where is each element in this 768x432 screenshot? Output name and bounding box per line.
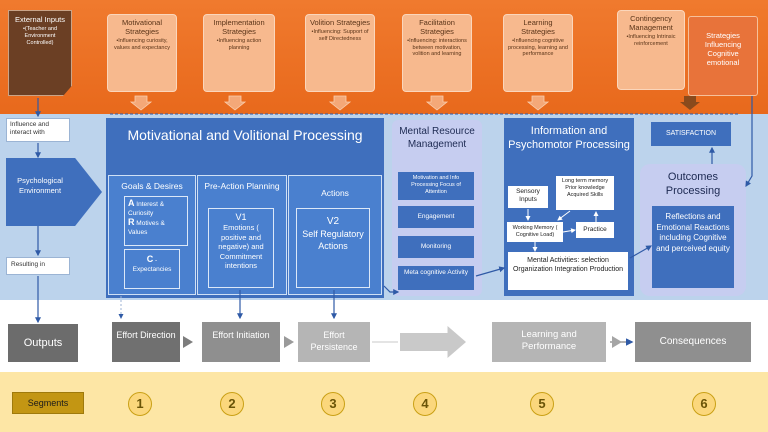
v1-text: Emotions ( positive and negative) and Co… [218, 223, 264, 270]
v1-box: V1 Emotions ( positive and negative) and… [208, 208, 274, 288]
motivational-strategies-card: Motivational Strategies •Influencing cur… [107, 14, 177, 92]
goals-r-letter: R [128, 217, 135, 227]
mental-item-metacognitive: Meta cognitive Activity [398, 266, 474, 290]
implementation-strategies-body: •Influencing action planning [216, 38, 262, 51]
effort-direction-box: Effort Direction [112, 322, 180, 362]
practice-box: Practice [576, 222, 614, 238]
actions-title: Actions [321, 188, 349, 198]
consequences-box: Consequences [635, 322, 751, 362]
goals-r-text: Motives & Values [128, 220, 165, 236]
learning-strategies-body: •Influencing cognitive processing, learn… [508, 38, 568, 57]
segments-band [0, 372, 768, 432]
volition-strategies-card: Volition Strategies •Influencing: Suppor… [305, 14, 375, 92]
goals-a-text: Interest & Curiosity [128, 201, 165, 217]
implementation-strategies-title: Implementation Strategies [213, 18, 265, 36]
effort-persistence-box: Effort Persistence [298, 322, 370, 362]
sensory-inputs-box: Sensory Inputs [508, 186, 548, 208]
goals-a-item: A Interest & Curiosity [128, 199, 184, 218]
emotional-strategies-title: Strategies Influencing Cognitive emotion… [704, 31, 742, 67]
effort-initiation-box: Effort Initiation [202, 322, 280, 362]
mental-item-engagement: Engagement [398, 206, 474, 228]
implementation-strategies-card: Implementation Strategies •Influencing a… [203, 14, 275, 92]
resulting-in-label: Resulting in [6, 257, 70, 275]
facilitation-strategies-title: Facilitation Strategies [419, 18, 455, 36]
goals-c-letter: C [146, 254, 154, 264]
segments-label: Segments [12, 392, 84, 414]
mental-item-attention: Motivation and Info Processing Focus of … [398, 172, 474, 200]
preaction-title: Pre-Action Planning [204, 181, 280, 191]
contingency-management-title: Contingency Management [629, 14, 673, 32]
v2-label: V2 [326, 216, 340, 227]
motivational-strategies-body: •Influencing curiosity, values and expec… [114, 38, 170, 51]
volition-strategies-body: •Influencing: Support of self Directedne… [311, 29, 369, 42]
external-inputs-card: External Inputs •(Teacher and Environmen… [8, 10, 72, 96]
segment-2: 2 [220, 392, 244, 416]
emotional-strategies-card: Strategies Influencing Cognitive emotion… [688, 16, 758, 96]
mental-item-monitoring: Monitoring [398, 236, 474, 258]
goals-r-item: R Motives & Values [128, 218, 184, 237]
working-memory-box: Working Memory ( Cognitive Load) [507, 222, 563, 242]
mvp-title: Motivational and Volitional Processing [127, 127, 363, 143]
goals-title: Goals & Desires [121, 181, 183, 191]
satisfaction-box: SATISFACTION [651, 122, 731, 146]
learning-performance-box: Learning and Performance [492, 322, 606, 362]
external-inputs-body: •(Teacher and Environment Controlled) [22, 26, 58, 46]
segment-3: 3 [321, 392, 345, 416]
outputs-label: Outputs [8, 324, 78, 362]
mental-activities-box: Mental Activities: selection Organizatio… [508, 252, 628, 290]
learning-strategies-card: Learning Strategies •Influencing cogniti… [503, 14, 573, 92]
actions-column [288, 175, 382, 295]
v2-text: Self Regulatory Actions [302, 229, 364, 251]
mental-resource-title: Mental Resource Management [399, 126, 475, 150]
contingency-management-body: •Influencing Intrinsic reinforcement [626, 34, 676, 47]
goals-a-letter: A [128, 198, 135, 208]
segment-4: 4 [413, 392, 437, 416]
long-term-memory-box: Long term memory Prior knowledge Acquire… [556, 176, 614, 210]
preaction-column [197, 175, 287, 295]
goals-c-text: - Expectancies [132, 257, 172, 273]
outcomes-title: Outcomes Processing [665, 171, 721, 197]
segment-5: 5 [530, 392, 554, 416]
v2-box: V2 Self Regulatory Actions [296, 208, 370, 288]
facilitation-strategies-card: Facilitation Strategies •Influencing: in… [402, 14, 472, 92]
learning-strategies-title: Learning Strategies [521, 18, 555, 36]
psychological-environment-label: Psychological Environment [17, 176, 63, 195]
goals-c-box: C - Expectancies [124, 249, 180, 289]
goals-ar-box: A Interest & Curiosity R Motives & Value… [124, 196, 188, 246]
reflections-box: Reflections and Emotional Reactions incl… [652, 206, 734, 288]
influence-label: Influence and interact with [6, 118, 70, 142]
contingency-management-card: Contingency Management •Influencing Intr… [617, 10, 685, 90]
external-inputs-title: External Inputs [14, 15, 66, 24]
goals-column [108, 175, 196, 295]
volition-strategies-title: Volition Strategies [309, 18, 371, 27]
info-title: Information and Psychomotor Processing [508, 125, 630, 151]
segment-1: 1 [128, 392, 152, 416]
segment-6: 6 [692, 392, 716, 416]
v1-label: V1 [235, 212, 247, 222]
facilitation-strategies-body: •Influencing: interactions between motiv… [407, 38, 467, 57]
motivational-strategies-title: Motivational Strategies [121, 18, 163, 36]
